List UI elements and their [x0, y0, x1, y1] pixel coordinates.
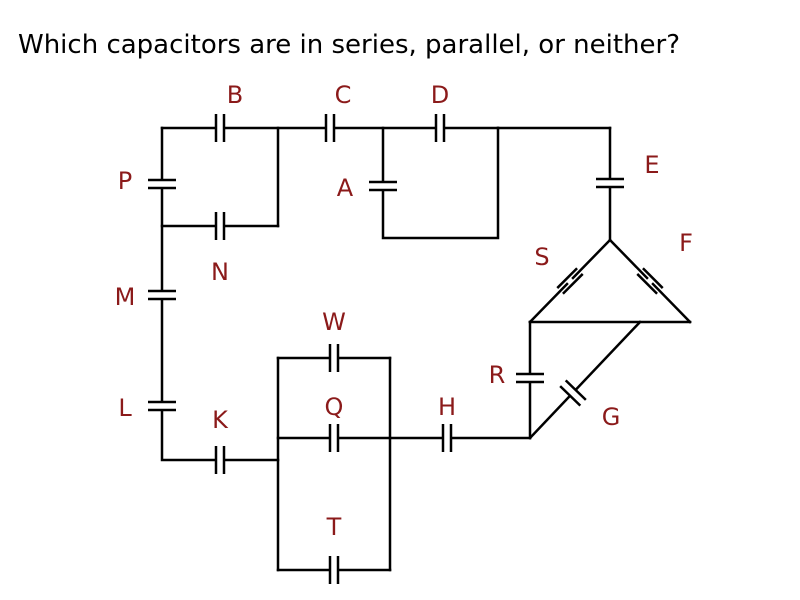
capacitor-a [369, 180, 397, 192]
capacitor-label-p: P [118, 167, 132, 195]
capacitor-labels: A B C D E F G H K L M N P Q R S T W [115, 81, 693, 541]
capacitor-l [148, 400, 176, 412]
capacitor-label-e: E [644, 151, 659, 179]
capacitor-label-h: H [438, 393, 456, 421]
capacitor-label-l: L [118, 394, 132, 422]
capacitors [148, 114, 664, 584]
capacitor-p [148, 178, 176, 190]
wires [160, 126, 692, 572]
capacitor-label-r: R [489, 361, 506, 389]
capacitor-label-d: D [431, 81, 449, 109]
capacitor-n [214, 212, 226, 240]
capacitor-label-s: S [534, 243, 549, 271]
capacitor-r [516, 372, 544, 384]
capacitor-label-q: Q [325, 393, 344, 421]
capacitor-f [636, 267, 664, 295]
capacitor-c [324, 114, 336, 142]
capacitor-s [556, 267, 584, 295]
capacitor-label-f: F [679, 229, 693, 257]
capacitor-label-t: T [326, 513, 342, 541]
capacitor-label-b: B [227, 81, 243, 109]
capacitor-label-k: K [212, 406, 229, 434]
question-text: Which capacitors are in series, parallel… [18, 30, 681, 60]
capacitor-m [148, 289, 176, 301]
capacitor-label-c: C [335, 81, 352, 109]
capacitor-t [328, 556, 340, 584]
capacitor-g [559, 379, 587, 407]
capacitor-label-m: M [115, 283, 136, 311]
capacitor-label-g: G [602, 403, 621, 431]
capacitor-k [214, 446, 226, 474]
capacitor-label-w: W [322, 308, 346, 336]
capacitor-label-n: N [211, 258, 229, 286]
capacitor-h [441, 424, 453, 452]
capacitor-q [328, 424, 340, 452]
capacitor-w [328, 344, 340, 372]
capacitor-label-a: A [337, 174, 354, 202]
capacitor-b [214, 114, 226, 142]
capacitor-d [434, 114, 446, 142]
capacitor-e [596, 177, 624, 189]
